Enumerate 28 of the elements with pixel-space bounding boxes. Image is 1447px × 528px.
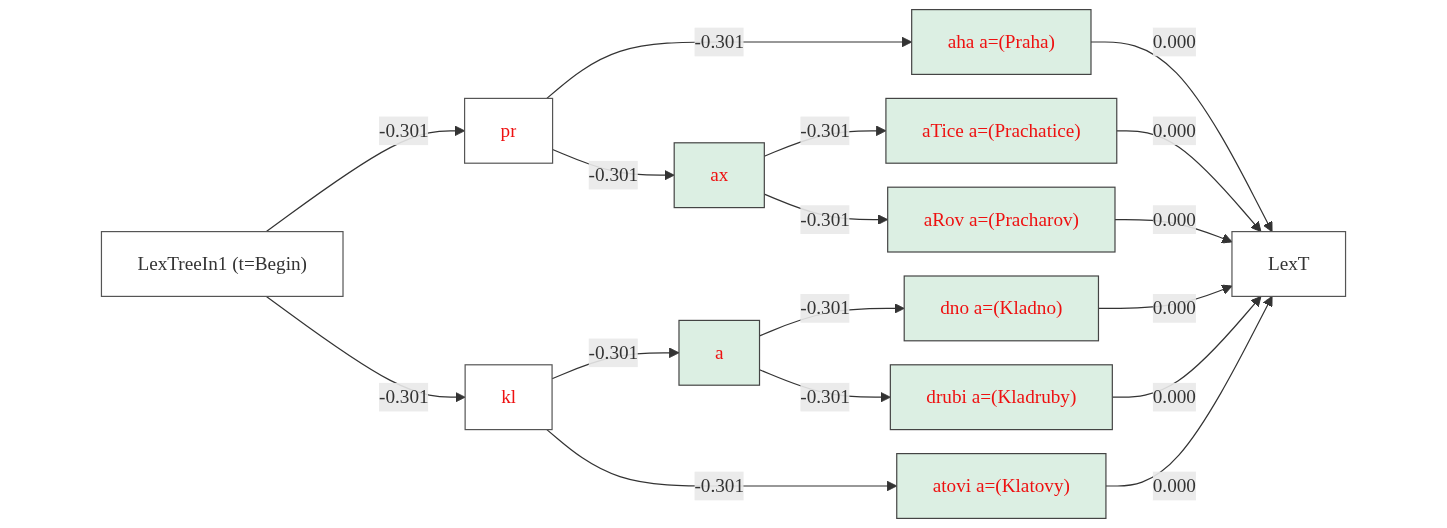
node-box: kl [464,364,553,431]
edge-label: -0.301 [800,386,850,407]
node-box: drubi a=(Kladruby) [889,364,1113,431]
node-box: LexT [1231,231,1347,297]
edge-label: -0.301 [588,342,639,363]
node-box: LexTreeIn1 (t=Begin) [100,231,344,297]
edge-label: -0.301 [379,386,429,407]
edge-label: 0.000 [1152,386,1196,407]
edge-label: -0.301 [800,208,850,230]
edge-label: 0.000 [1152,120,1196,141]
edge-label: -0.301 [694,475,745,496]
node-box: atovi a=(Klatovy) [896,453,1107,519]
node-box: aha a=(Praha) [911,9,1092,75]
node-box: ax [673,142,765,209]
edge-label: 0.000 [1152,208,1196,230]
edge-label: 0.000 [1152,297,1196,318]
edge-label: 0.000 [1152,475,1196,496]
node-box: dno a=(Kladno) [903,275,1100,342]
edge-label: 0.000 [1152,31,1196,52]
node-box: a [678,319,761,386]
edge-label: -0.301 [588,164,639,185]
edge-label: -0.301 [800,297,850,318]
edge-label: -0.301 [379,120,429,141]
node-box: pr [464,97,554,164]
edge-label: -0.301 [800,120,850,141]
node-box: aTice a=(Prachatice) [885,97,1118,164]
edge-label: -0.301 [694,31,745,52]
node-box: aRov a=(Pracharov) [887,186,1116,253]
